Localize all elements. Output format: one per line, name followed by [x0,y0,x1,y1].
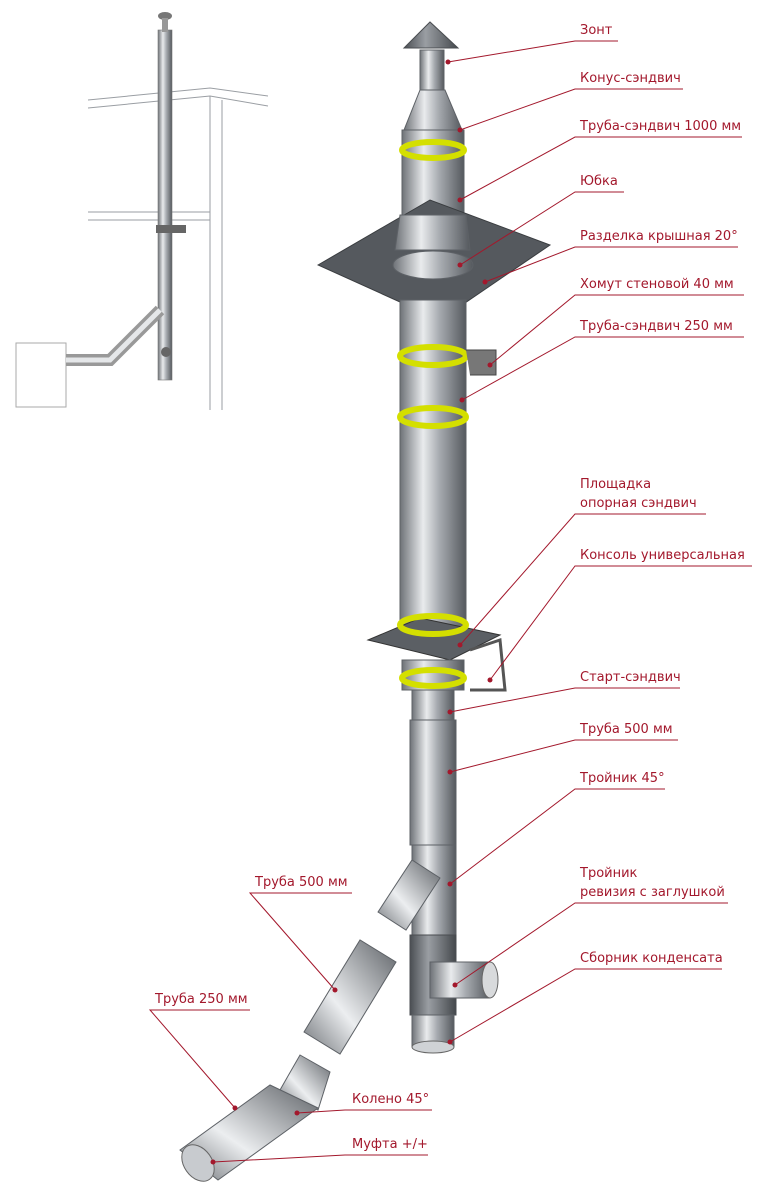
label-universal-console: Консоль универсальная [580,548,745,563]
chimney-assembly [179,21,552,1182]
label-tee-revision-1: Тройник [579,866,638,881]
label-tee-revision-2: ревизия с заглушкой [580,885,725,900]
leader-lines [148,40,752,1165]
label-support-platform-2: опорная сэндвич [580,496,697,511]
label-elbow-45: Колено 45° [352,1092,429,1107]
support-platform [366,617,502,661]
label-skirt: Юбка [580,174,618,189]
umbrella-part [402,21,460,49]
part-labels: Зонт Конус-сэндвич Труба-сэндвич 1000 мм… [154,23,745,1152]
label-wall-clamp: Хомут стеновой 40 мм [580,277,734,292]
label-tee-45: Тройник 45° [579,771,665,786]
label-coupling: Муфта +/+ [352,1137,428,1152]
label-start-sandwich: Старт-сэндвич [580,670,681,685]
label-roof-cutting: Разделка крышная 20° [580,229,738,244]
skirt-part [394,214,471,251]
cone-part [403,89,463,131]
label-sandwich-pipe-1000: Труба-сэндвич 1000 мм [579,119,741,134]
label-cone-sandwich: Конус-сэндвич [580,71,681,86]
left-pipe-500 [303,939,397,1055]
overview-thumbnail [15,12,269,410]
label-pipe-500-right: Труба 500 мм [579,722,673,737]
label-pipe-250: Труба 250 мм [154,992,248,1007]
console [469,637,507,692]
label-support-platform-1: Площадка [580,477,651,492]
label-pipe-500-left: Труба 500 мм [254,875,348,890]
label-sandwich-pipe-250: Труба-сэндвич 250 мм [579,319,733,334]
label-umbrella: Зонт [580,23,613,38]
label-condensate-collector: Сборник конденсата [580,951,723,966]
